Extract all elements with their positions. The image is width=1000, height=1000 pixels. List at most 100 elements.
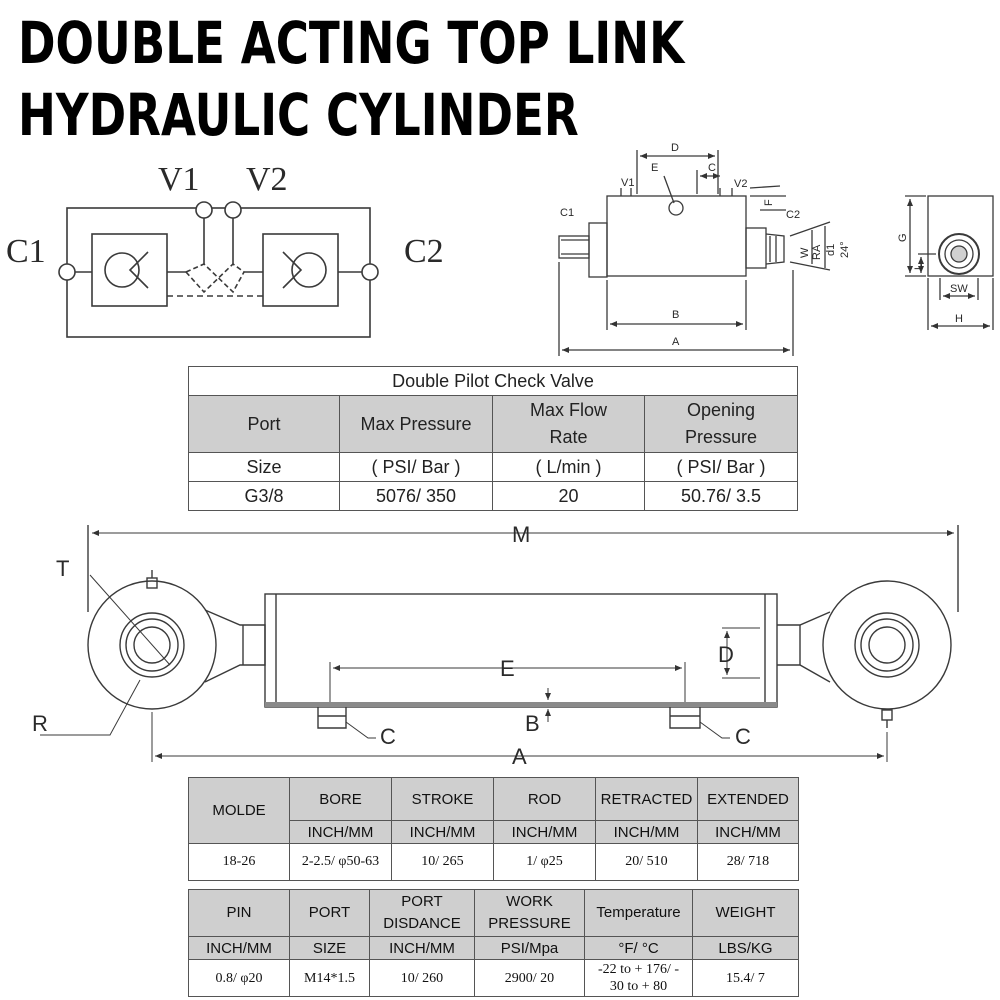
port-v1 (195, 201, 213, 219)
dim-label-t: T (56, 556, 69, 581)
valve-value-pressure: 5076/ 350 (339, 481, 493, 511)
valve-schematic (58, 201, 379, 338)
dim-label-a-cyl: A (512, 744, 527, 769)
valve-end-view (905, 195, 994, 330)
cylinder-spec-table-1: MOLDE BORE STROKE ROD RETRACTED EXTENDED… (188, 777, 799, 881)
cyl-value-port: M14*1.5 (289, 959, 370, 997)
valve-side-view (558, 150, 831, 356)
dim-label-angle: 24° (839, 241, 851, 258)
dim-label-b-cyl: B (525, 711, 540, 736)
cylinder-spec-table-2: PIN PORT PORT DISDANCE WORK PRESSURE Tem… (188, 889, 799, 997)
cyl-header-weight: WEIGHT (692, 889, 799, 937)
valve-header-max-pressure: Max Pressure (339, 395, 493, 453)
dim-label-c1: C1 (560, 207, 574, 219)
right-eye-outer (822, 580, 952, 710)
valve-spec-table: Double Pilot Check Valve Port Max Pressu… (187, 366, 799, 511)
cyl-header-rod: ROD (493, 777, 596, 821)
cyl-value-retracted: 20/ 510 (595, 843, 698, 881)
cyl-value-weight: 15.4/ 7 (692, 959, 799, 997)
valve-table-caption: Double Pilot Check Valve (187, 366, 799, 396)
dim-label-f: F (763, 199, 775, 206)
check-valve-left-box (91, 233, 168, 307)
cyl-value-molde: 18-26 (188, 843, 290, 881)
cyl-value-extended: 28/ 718 (697, 843, 799, 881)
valve-unit-port: Size (188, 452, 340, 482)
cyl-header-bore: BORE (289, 777, 392, 821)
dim-label-m: M (512, 522, 530, 547)
cyl-value-temperature: -22 to + 176/ - 30 to + 80 (584, 959, 693, 997)
schematic-body (66, 207, 371, 338)
dim-label-h: H (955, 313, 963, 325)
cyl-unit-port: SIZE (289, 936, 370, 960)
cyl-unit-bore: INCH/MM (289, 820, 392, 844)
valve-end-labels: G L SW H (897, 233, 968, 325)
cylinder-drawing (40, 525, 959, 762)
dim-label-v2: V2 (734, 178, 747, 190)
cyl-unit-work-pressure: PSI/Mpa (474, 936, 585, 960)
valve-unit-flow: ( L/min ) (492, 452, 645, 482)
dim-label-b: B (672, 309, 679, 321)
dim-label-ra: RA (811, 244, 823, 260)
cyl-header-pin: PIN (188, 889, 290, 937)
pilot-port-hole (668, 200, 684, 216)
check-ball-right (291, 252, 327, 288)
dim-label-a: A (672, 336, 680, 348)
dim-label-d-cyl: D (718, 642, 734, 667)
cyl-unit-retracted: INCH/MM (595, 820, 698, 844)
cyl-unit-rod: INCH/MM (493, 820, 596, 844)
cyl-value-work-pressure: 2900/ 20 (474, 959, 585, 997)
dim-label-c-left: C (380, 724, 396, 749)
dim-label-e: E (651, 162, 658, 174)
valve-value-flow: 20 (492, 481, 645, 511)
cyl-unit-extended: INCH/MM (697, 820, 799, 844)
dim-label-g: G (897, 233, 909, 242)
cyl-header-extended: EXTENDED (697, 777, 799, 821)
cylinder-labels: M T R E D B A C C (32, 522, 751, 769)
cyl-value-pin: 0.8/ φ20 (188, 959, 290, 997)
valve-body (606, 195, 747, 277)
cyl-unit-temperature: °F/ °C (584, 936, 693, 960)
cyl-value-port-distance: 10/ 260 (369, 959, 475, 997)
label-v2: V2 (246, 161, 288, 198)
dim-label-sw: SW (950, 283, 968, 295)
port-v2 (224, 201, 242, 219)
check-valve-right-box (262, 233, 339, 307)
cyl-header-molde: MOLDE (188, 777, 290, 844)
port-c1 (58, 263, 76, 281)
left-eye-outer (87, 580, 217, 710)
label-c2: C2 (404, 233, 444, 270)
check-seat-right (282, 251, 303, 289)
cylinder-barrel (264, 593, 778, 708)
cyl-header-work-pressure: WORK PRESSURE (474, 889, 585, 937)
cyl-header-port: PORT (289, 889, 370, 937)
page-title-line-1: DOUBLE ACTING TOP LINK (18, 9, 685, 77)
check-seat-left (128, 251, 149, 289)
cyl-header-stroke: STROKE (391, 777, 494, 821)
dim-label-d: D (671, 142, 679, 154)
cyl-value-rod: 1/ φ25 (493, 843, 596, 881)
cyl-value-stroke: 10/ 265 (391, 843, 494, 881)
dim-label-e-cyl: E (500, 656, 515, 681)
cyl-unit-weight: LBS/KG (692, 936, 799, 960)
dim-label-w: W (799, 247, 811, 258)
cyl-header-retracted: RETRACTED (595, 777, 698, 821)
cyl-header-temperature: Temperature (584, 889, 693, 937)
valve-header-max-flow-rate: Max Flow Rate (492, 395, 645, 453)
cyl-unit-port-distance: INCH/MM (369, 936, 475, 960)
dim-label-v1: V1 (621, 177, 634, 189)
valve-value-port: G3/8 (188, 481, 340, 511)
valve-side-labels: D E C V1 V2 F C1 C2 W RA d1 24° B A (560, 142, 851, 348)
check-ball-left (104, 252, 140, 288)
port-c2 (361, 263, 379, 281)
cyl-unit-pin: INCH/MM (188, 936, 290, 960)
cyl-unit-stroke: INCH/MM (391, 820, 494, 844)
cyl-value-bore: 2-2.5/ φ50-63 (289, 843, 392, 881)
label-v1: V1 (158, 161, 200, 198)
dim-label-l: L (913, 264, 925, 270)
dim-label-c2: C2 (786, 209, 800, 221)
dim-label-r: R (32, 711, 48, 736)
valve-unit-opening: ( PSI/ Bar ) (643, 452, 799, 482)
valve-header-opening-pressure: Opening Pressure (643, 395, 799, 453)
cyl-header-port-distance: PORT DISDANCE (369, 889, 475, 937)
